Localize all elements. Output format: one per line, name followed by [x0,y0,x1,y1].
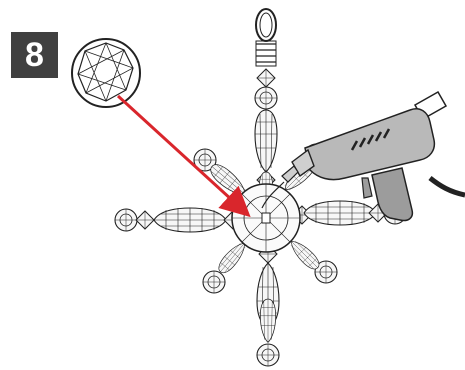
left-arm [115,208,242,232]
lower-right-arm [287,237,337,283]
gem-detail-icon [72,39,140,107]
bottom-arm [257,245,279,366]
center-hub [232,184,300,252]
lower-left-arm [203,239,249,293]
hanging-loop [256,9,276,66]
callout-arrow [118,96,244,211]
